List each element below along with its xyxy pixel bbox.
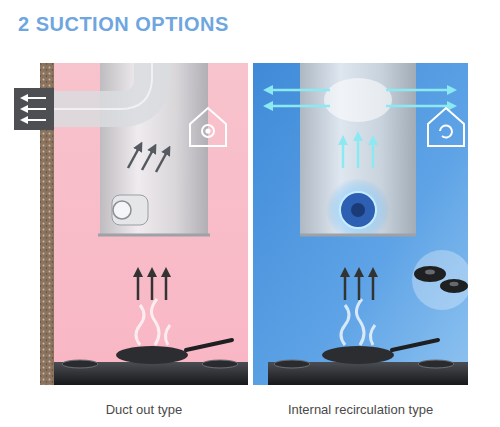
- vapour: [324, 78, 392, 122]
- duct-highlight: [54, 63, 152, 109]
- duct-panel: [40, 63, 248, 385]
- hood-edge: [300, 234, 416, 237]
- motor: [112, 195, 148, 225]
- duct-outlet: [14, 88, 54, 130]
- fan: [340, 192, 376, 228]
- title: 2 SUCTION OPTIONS: [18, 13, 229, 36]
- carbon-filters: [414, 266, 468, 293]
- duct-flow-arrows: [128, 146, 168, 172]
- pan-handle: [186, 340, 232, 350]
- smoke: [341, 299, 375, 345]
- panel-node: Duct out type: [40, 63, 248, 423]
- recirculation-panel: [253, 63, 468, 385]
- house-icon: [428, 108, 464, 146]
- duct-elbow: [54, 63, 152, 109]
- pan: [322, 346, 394, 364]
- house-icon: [190, 108, 226, 146]
- panel-caption: Duct out type: [104, 402, 185, 423]
- fan-glow: [326, 178, 390, 242]
- hood-edge: [98, 234, 210, 237]
- outflow-arrows: [268, 90, 452, 106]
- rising-arrows: [345, 272, 373, 300]
- rising-arrows: [138, 272, 166, 300]
- panel-node: Internal recirculation type: [253, 63, 468, 423]
- filter-badge: [412, 250, 472, 310]
- up-arrows: [343, 136, 373, 168]
- pan-handle: [392, 340, 438, 350]
- panel-divider: [248, 63, 253, 385]
- exhaust-arrows: [24, 98, 46, 120]
- panel-caption: Internal recirculation type: [286, 402, 435, 423]
- pan: [116, 346, 188, 364]
- fan-hub: [351, 203, 365, 217]
- smoke: [136, 299, 170, 345]
- motor-fan: [113, 201, 131, 219]
